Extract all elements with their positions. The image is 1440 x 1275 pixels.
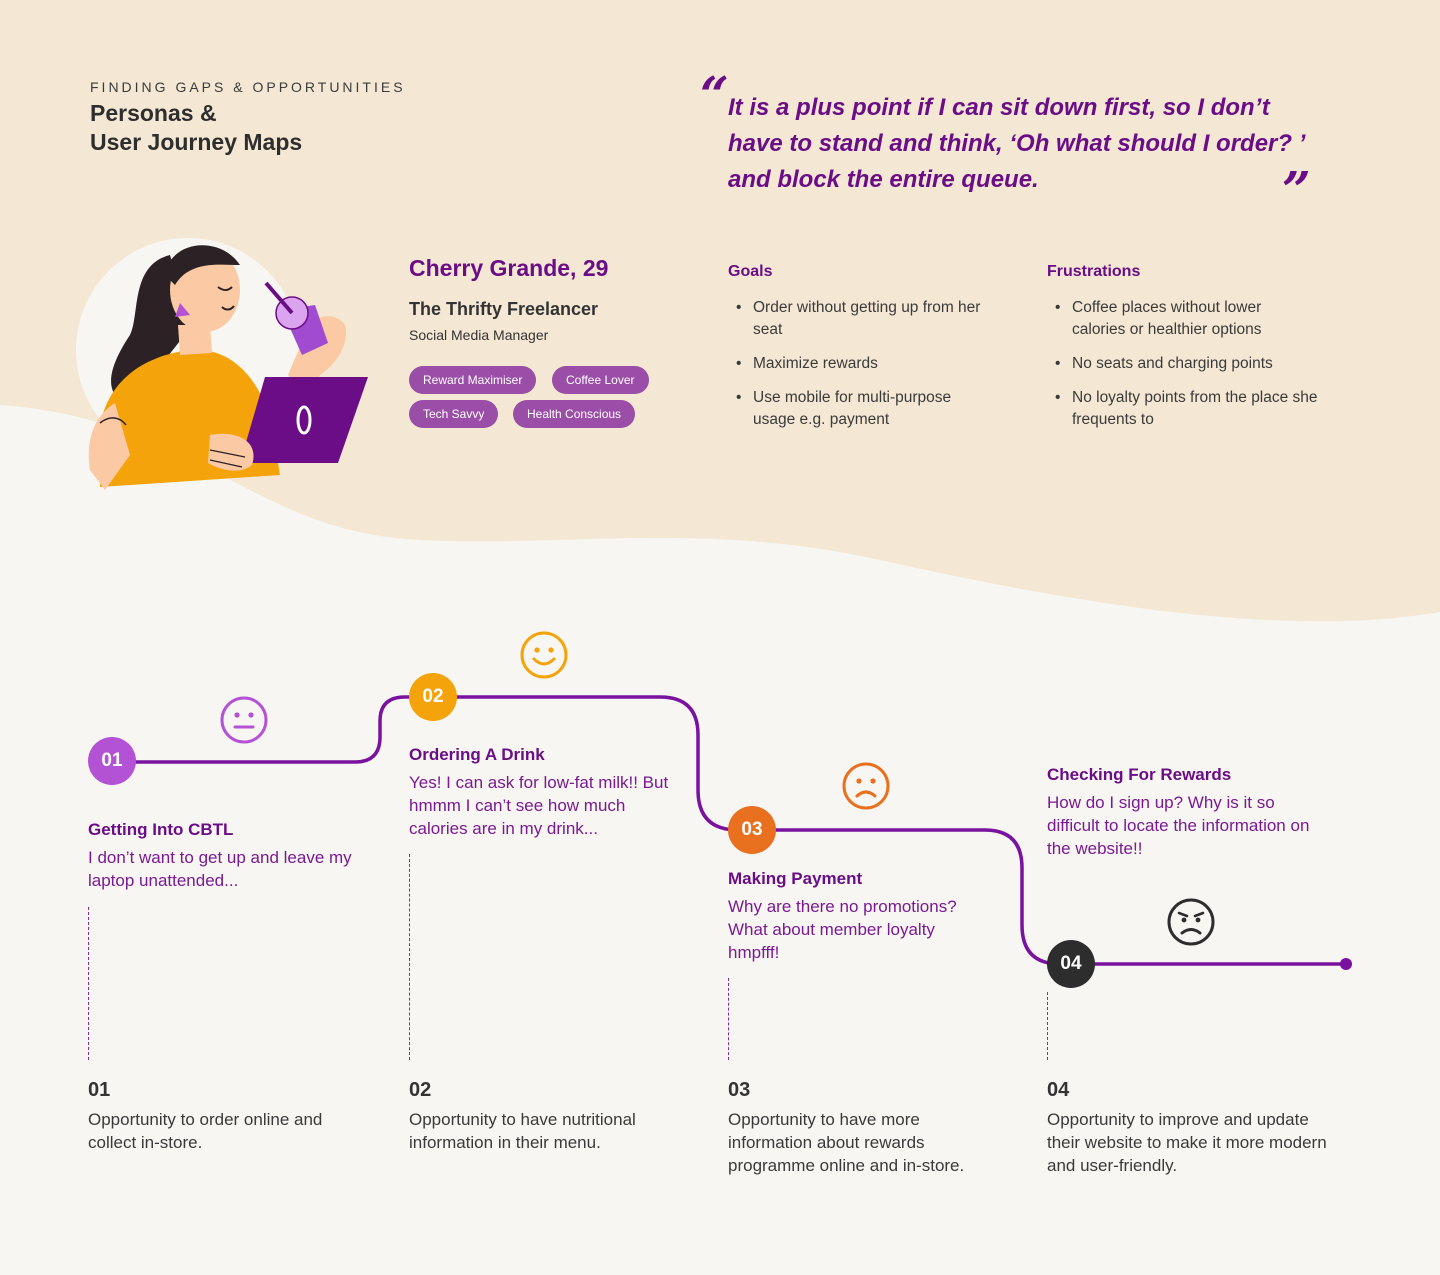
stage-thought: How do I sign up? Why is it so difficult…: [1047, 793, 1310, 858]
stage-node-04: 04: [1047, 940, 1095, 988]
persona-title: The Thrifty Freelancer: [409, 299, 599, 319]
stage-thought: I don’t want to get up and leave my lapt…: [88, 848, 352, 890]
stage-title: Ordering A Drink: [409, 745, 545, 764]
dashed-connector: [728, 978, 729, 1060]
opportunity-text: Opportunity to improve and update their …: [1047, 1110, 1327, 1175]
goals-heading: Goals: [728, 263, 773, 280]
journey-end-dot: [1340, 958, 1352, 970]
stage-node-02: 02: [409, 673, 457, 721]
stage-thought: Yes! I can ask for low-fat milk!! But hm…: [409, 773, 669, 838]
angry-face-icon: [1167, 898, 1215, 946]
tag-reward-maximiser: Reward Maximiser: [409, 366, 537, 394]
frustrations-heading: Frustrations: [1047, 263, 1141, 280]
tag-coffee-lover: Coffee Lover: [552, 366, 649, 394]
tag-health-conscious: Health Conscious: [513, 400, 636, 428]
neutral-face-icon: [220, 696, 268, 744]
stage-node-01: 01: [88, 737, 136, 785]
opportunity-number: 01: [88, 1079, 111, 1101]
goal-item: Order without getting up from her seat: [729, 297, 989, 341]
page-title-line2: User Journey Maps: [90, 129, 303, 155]
frowning-face-icon: [842, 762, 890, 810]
frustrations-list: Coffee places without lower calories or …: [1048, 297, 1318, 443]
stage-title: Getting Into CBTL: [88, 820, 234, 839]
stage-node-03: 03: [728, 806, 776, 854]
stage-title: Making Payment: [728, 869, 863, 888]
opportunity-number: 03: [728, 1079, 751, 1101]
stage-thought: Why are there no promotions? What about …: [728, 897, 957, 962]
opportunity-text: Opportunity to have more information abo…: [728, 1110, 965, 1175]
smiling-face-icon: [520, 631, 568, 679]
woman-drinking-with-laptop-illustration: [76, 238, 368, 490]
persona-quote: It is a plus point if I can sit down fir…: [728, 94, 1305, 193]
opportunity-number: 04: [1047, 1079, 1070, 1101]
opportunity-text: Opportunity to have nutritional informat…: [409, 1110, 636, 1152]
opportunity-number: 02: [409, 1079, 432, 1101]
tag-tech-savvy: Tech Savvy: [409, 400, 499, 428]
open-quote-icon: “: [700, 65, 729, 124]
goal-item: Maximize rewards: [729, 353, 989, 375]
stage-title: Checking For Rewards: [1047, 765, 1232, 784]
frustration-item: No loyalty points from the place she fre…: [1048, 387, 1318, 431]
close-quote-icon: ”: [1282, 160, 1311, 219]
dashed-connector: [1047, 992, 1048, 1060]
page-title: Personas & User Journey Maps: [90, 99, 490, 157]
frustration-item: Coffee places without lower calories or …: [1048, 297, 1318, 341]
dashed-connector: [88, 907, 89, 1060]
goal-item: Use mobile for multi-purpose usage e.g. …: [729, 387, 989, 431]
goals-list: Order without getting up from her seat M…: [729, 297, 989, 443]
eyebrow-label: FINDING GAPS & OPPORTUNITIES: [90, 79, 406, 95]
frustration-item: No seats and charging points: [1048, 353, 1318, 375]
dashed-connector: [409, 854, 410, 1060]
page-title-line1: Personas &: [90, 100, 217, 126]
persona-name: Cherry Grande, 29: [409, 255, 609, 281]
persona-role: Social Media Manager: [409, 327, 549, 343]
opportunity-text: Opportunity to order online and collect …: [88, 1110, 323, 1152]
